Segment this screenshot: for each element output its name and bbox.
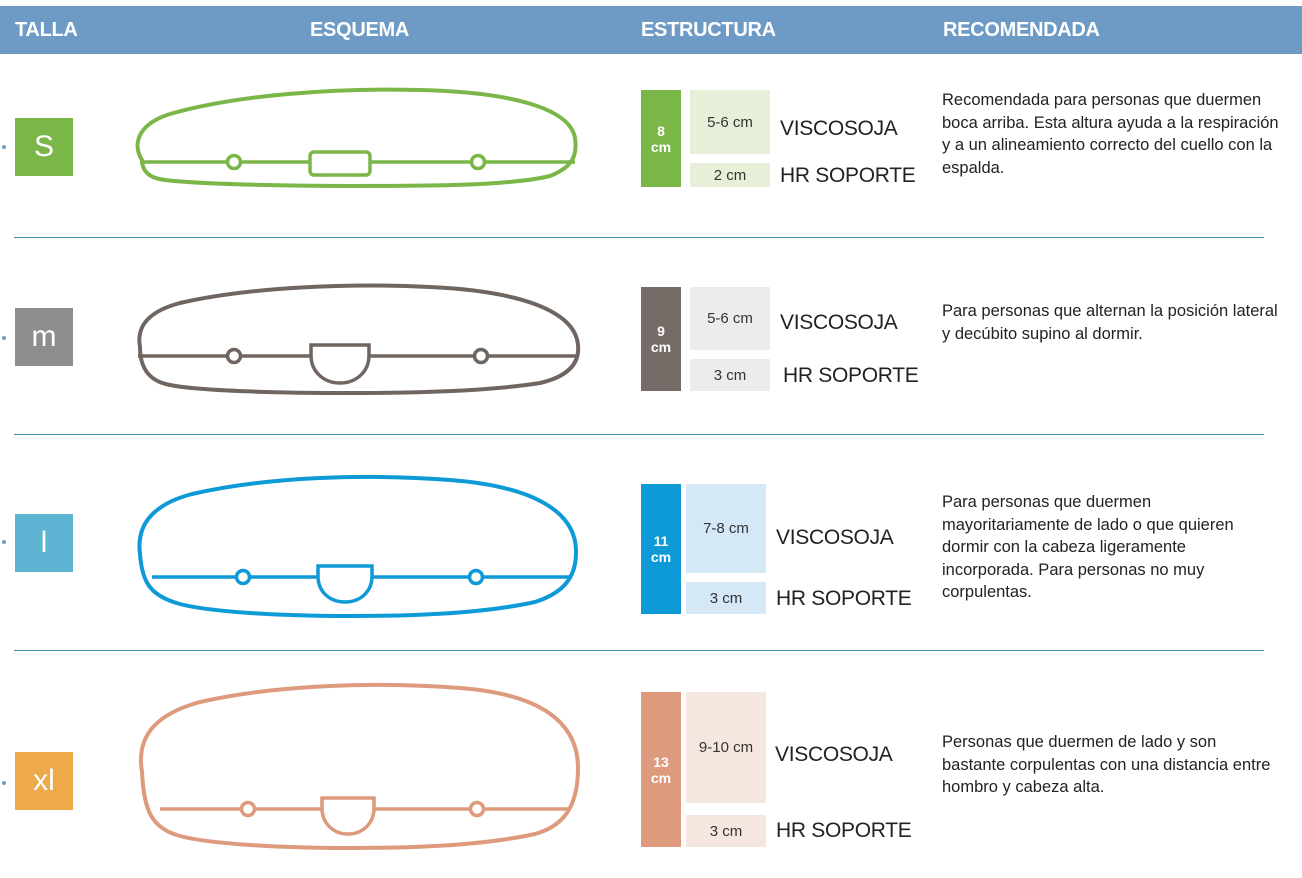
pillow-diagram-l <box>137 474 579 619</box>
recommendation-text: Para personas que alternan la posición l… <box>942 302 1278 343</box>
pillow-diagram-xl <box>139 682 581 851</box>
pillow-diagram-m <box>137 283 581 396</box>
row-divider <box>14 650 1264 651</box>
viscosoja-label: VISCOSOJA <box>780 311 898 334</box>
recommendation-text: Recomendada para personas que duermen bo… <box>942 91 1279 177</box>
hr-height: 3 cm <box>690 359 770 391</box>
size-badge-m: m <box>15 308 73 366</box>
hr-soporte-label: HR SOPORTE <box>776 587 912 610</box>
header-estructura: ESTRUCTURA <box>641 19 776 41</box>
viscosoja-height: 5-6 cm <box>690 90 770 154</box>
hr-soporte-label: HR SOPORTE <box>780 164 916 187</box>
table-header: TALLA ESQUEMA ESTRUCTURA RECOMENDADA <box>0 6 1302 54</box>
size-badge-l: l <box>15 514 73 572</box>
hr-soporte-label: HR SOPORTE <box>783 364 919 387</box>
viscosoja-label: VISCOSOJA <box>776 526 894 549</box>
header-talla: TALLA <box>15 19 78 41</box>
viscosoja-height: 5-6 cm <box>690 287 770 350</box>
hr-height: 3 cm <box>686 582 766 614</box>
recommendation-text: Para personas que duermen mayoritariamen… <box>942 493 1234 601</box>
row-divider <box>14 237 1264 238</box>
viscosoja-label: VISCOSOJA <box>775 743 893 766</box>
recommendation-text: Personas que duermen de lado y son basta… <box>942 733 1271 796</box>
header-recomendada: RECOMENDADA <box>943 19 1100 41</box>
hr-height: 3 cm <box>686 815 766 847</box>
hr-soporte-label: HR SOPORTE <box>776 819 912 842</box>
pillow-diagram-s <box>135 87 578 189</box>
row-divider <box>14 434 1264 435</box>
viscosoja-height: 9-10 cm <box>686 692 766 803</box>
viscosoja-height: 7-8 cm <box>686 484 766 573</box>
bullet-dot <box>2 336 6 340</box>
size-badge-xl: xl <box>15 752 73 810</box>
bullet-dot <box>2 540 6 544</box>
viscosoja-label: VISCOSOJA <box>780 117 898 140</box>
hr-height: 2 cm <box>690 163 770 187</box>
size-badge-s: S <box>15 118 73 176</box>
bullet-dot <box>2 781 6 785</box>
header-esquema: ESQUEMA <box>310 19 410 41</box>
bullet-dot <box>2 145 6 149</box>
